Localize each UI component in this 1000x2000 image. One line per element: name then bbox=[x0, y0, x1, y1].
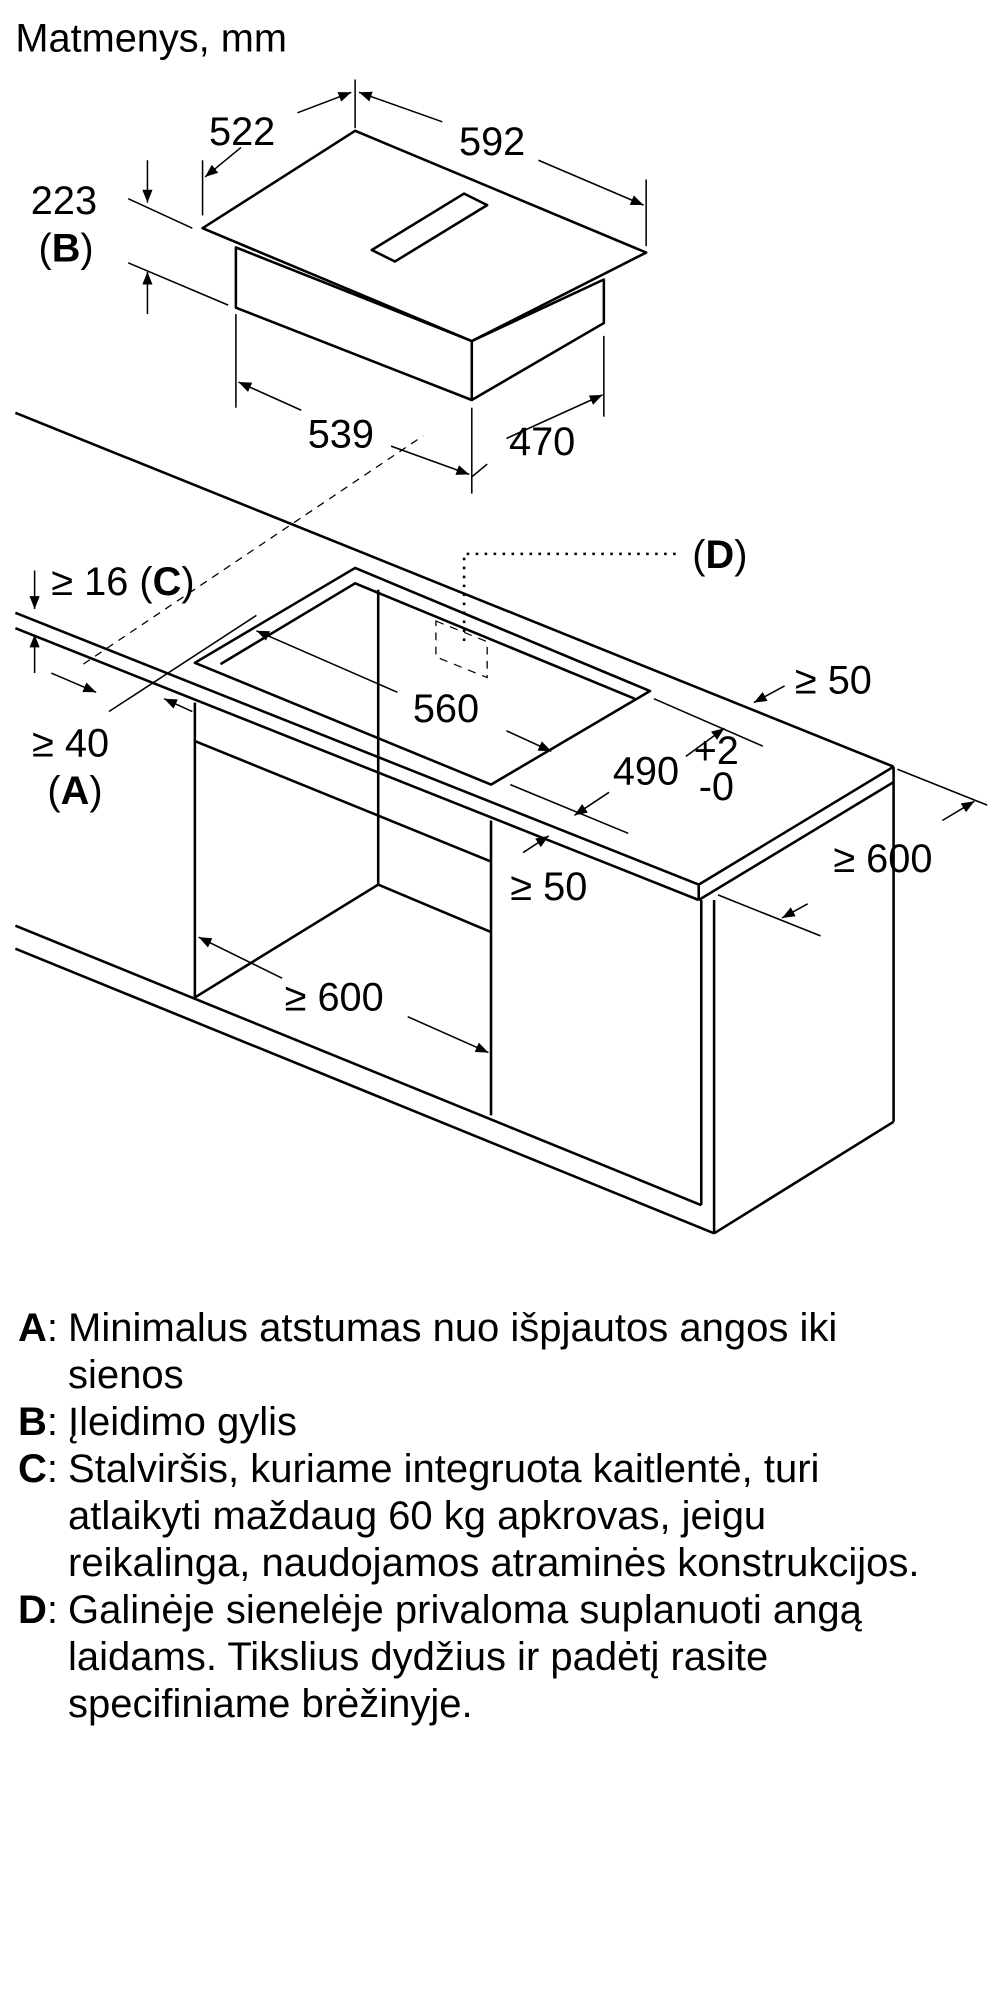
legend: A: Minimalus atstumas nuo išpjautos ango… bbox=[18, 1305, 948, 1728]
dim-rear-gap: ≥ 50 bbox=[795, 659, 872, 703]
dim-cutout-width: 560 bbox=[413, 687, 479, 731]
legend-item-b: B: Įleidimo gylis bbox=[18, 1400, 297, 1444]
dim-front-gap: ≥ 50 bbox=[510, 865, 587, 909]
legend-item-d: D: Galinėje sienelėje privaloma suplanuo… bbox=[18, 1588, 862, 1726]
dim-tolerance-minus: -0 bbox=[699, 765, 734, 809]
dim-width: 522 bbox=[209, 110, 275, 154]
dim-height-ref: (B) bbox=[38, 227, 93, 271]
dim-height: 223 bbox=[31, 179, 97, 223]
hob-drawing: 522 592 223 (B) 539 470 bbox=[31, 79, 648, 494]
dim-depth: 592 bbox=[459, 120, 525, 164]
dim-body-depth: 470 bbox=[509, 420, 575, 464]
dim-body-width: 539 bbox=[308, 412, 374, 456]
dim-wall-distance: ≥ 40 bbox=[32, 721, 109, 765]
cabinet-drawing: (D) ≥ 16 (C) ≥ 40 (A) 560 490 +2 -0 ≥ 50… bbox=[14, 411, 988, 1235]
dim-cabinet-depth: ≥ 600 bbox=[833, 837, 932, 881]
ref-wall: (A) bbox=[47, 769, 102, 813]
diagram-title: Matmenys, mm bbox=[15, 16, 287, 60]
dim-worktop-thickness: ≥ 16 (C) bbox=[51, 560, 194, 604]
legend-item-c: C: Stalviršis, kuriame integruota kaitle… bbox=[18, 1447, 920, 1585]
dim-tolerance-plus: +2 bbox=[694, 729, 739, 773]
legend-item-a: A: Minimalus atstumas nuo išpjautos ango… bbox=[18, 1306, 838, 1397]
dim-cutout-depth: 490 bbox=[613, 750, 679, 794]
dim-cabinet-width: ≥ 600 bbox=[285, 975, 384, 1019]
ref-cable-opening: (D) bbox=[692, 533, 747, 577]
